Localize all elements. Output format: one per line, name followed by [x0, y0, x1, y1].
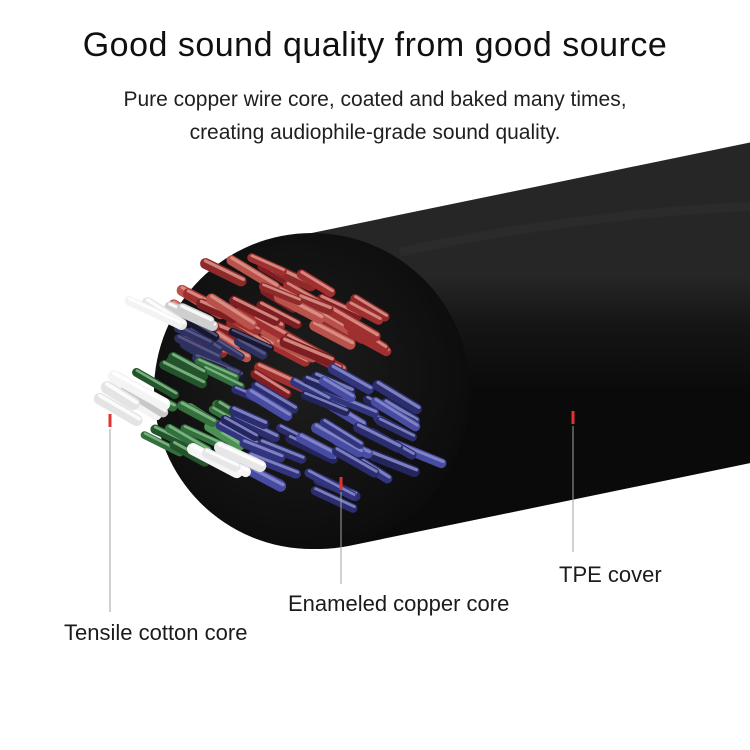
- wire-strand-enameled-copper-blue: [242, 439, 284, 458]
- wire-strand-enameled-copper-blue: [376, 380, 421, 409]
- wire-strand-enameled-copper-blue: [323, 419, 363, 445]
- wire-strand-enameled-copper-blue: [254, 382, 297, 409]
- wire-strand-enameled-copper-blue: [395, 441, 445, 464]
- wire-strand-enameled-copper-blue: [249, 389, 291, 416]
- subtitle-line-1: Pure copper wire core, coated and baked …: [123, 88, 627, 111]
- wire-strand-cotton-white-top: [180, 304, 213, 322]
- wire-strand-enameled-copper-blue: [378, 417, 416, 437]
- wire-strand-enameled-copper-red: [250, 254, 286, 272]
- wire-strand-enameled-copper-blue: [335, 447, 378, 473]
- wire-strand-cotton-white-mid: [97, 393, 142, 421]
- wire-strand-enameled-copper-blue: [370, 450, 419, 472]
- wire-strand-cotton-white-low: [205, 449, 240, 467]
- wire-strand-enameled-copper-blue: [232, 406, 268, 424]
- wire-strand-enameled-copper-blue: [304, 391, 349, 412]
- wire-strand-cotton-white-top: [128, 297, 182, 324]
- wire-strand-enameled-copper-red: [299, 294, 332, 310]
- wire-strand-wire-green: [183, 425, 223, 445]
- wire-strand-wire-green: [162, 360, 206, 384]
- wire-strand-enameled-copper-red: [312, 321, 355, 345]
- wire-strand-enameled-copper-blue: [314, 487, 356, 509]
- wire-strand-enameled-copper-red: [349, 301, 382, 320]
- wire-strand-enameled-copper-blue: [331, 364, 373, 390]
- wire-strand-enameled-copper-red: [300, 270, 334, 293]
- wire-strand-enameled-copper-red: [210, 294, 256, 325]
- wire-strand-enameled-copper-red: [259, 301, 301, 324]
- wire-strand-enameled-copper-red: [283, 337, 334, 361]
- wire-strand-enameled-copper-blue: [249, 452, 300, 474]
- wire-strand-enameled-copper-blue: [314, 423, 364, 453]
- wire-strand-enameled-copper-blue: [384, 399, 419, 421]
- wire-strand-enameled-copper-blue: [374, 398, 419, 427]
- wire-strand-wire-green: [198, 358, 238, 378]
- wire-strand-wire-green: [168, 424, 211, 451]
- wire-strand-dark-navy-strands: [177, 324, 212, 343]
- wire-strand-enameled-copper-red: [354, 295, 389, 317]
- wire-strand-dark-navy-strands: [237, 337, 266, 355]
- wire-strand-cotton-white-mid: [105, 382, 139, 405]
- wire-strand-enameled-copper-blue: [299, 433, 336, 454]
- label-tensile-cotton-core: Tensile cotton core: [64, 620, 248, 645]
- page-title: Good sound quality from good source: [82, 26, 668, 64]
- wire-strand-enameled-copper-blue: [356, 423, 402, 448]
- wire-bundles: [93, 253, 447, 513]
- wire-strand-enameled-copper-red: [232, 296, 279, 321]
- wire-strand-dark-navy-strands: [177, 335, 220, 358]
- cable-sheen: [399, 201, 750, 257]
- wire-strand-enameled-copper-red: [329, 305, 380, 337]
- wire-strand-wire-green: [135, 369, 178, 395]
- wire-strand-enameled-copper-red: [262, 283, 302, 301]
- label-enameled-copper-core: Enameled copper core: [288, 591, 510, 616]
- label-tpe-cover: TPE cover: [559, 562, 662, 587]
- wire-strand-wire-green: [204, 365, 243, 386]
- wire-strand-enameled-copper-blue: [260, 439, 305, 459]
- wire-strand-enameled-copper-blue: [307, 469, 356, 496]
- wire-strand-enameled-copper-red: [254, 370, 290, 394]
- wire-strand-enameled-copper-red: [230, 256, 279, 287]
- subtitle-line-2: creating audiophile-grade sound quality.: [189, 121, 561, 144]
- wire-strand-enameled-copper-blue: [223, 416, 259, 437]
- wire-strand-wire-green: [171, 352, 206, 373]
- wire-strand-cotton-white-low: [217, 442, 265, 467]
- wire-strand-enameled-copper-red: [203, 259, 245, 281]
- wire-strand-dark-navy-strands: [195, 354, 240, 374]
- wire-strand-cotton-white-mid: [112, 371, 169, 405]
- wire-strand-enameled-copper-blue: [322, 377, 355, 398]
- wire-strand-enameled-copper-blue: [293, 378, 331, 399]
- wire-strand-dark-navy-strands: [231, 328, 273, 349]
- wire-strand-wire-green: [180, 401, 216, 422]
